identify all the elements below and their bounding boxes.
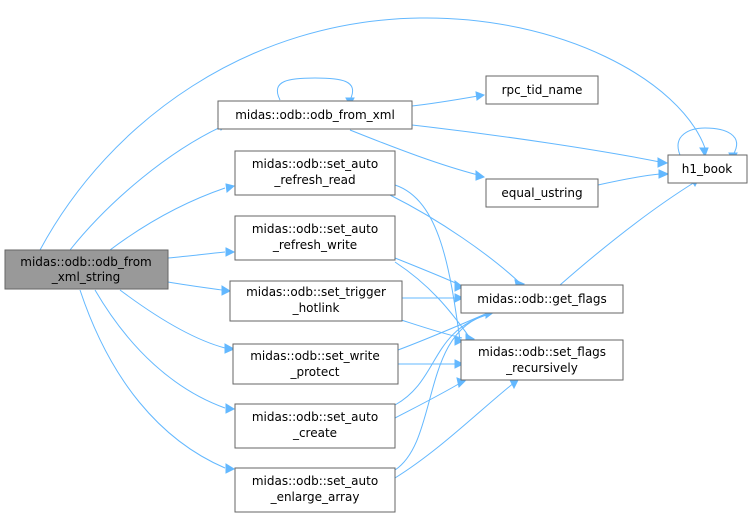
edge-refresh-write-to-get-flags xyxy=(394,257,461,286)
node-set-flags-recursively-label-1: midas::odb::set_flags xyxy=(478,345,606,359)
node-set-auto-create-label-2: _create xyxy=(292,426,337,440)
edge-refresh-read-to-get-flags xyxy=(389,194,521,284)
arrowhead-get-flags-2 xyxy=(454,280,464,292)
node-set-auto-create[interactable]: midas::odb::set_auto _create xyxy=(234,403,396,449)
arrowhead-h1-book-from-equal-ustring xyxy=(658,169,670,179)
node-get-flags-label: midas::odb::get_flags xyxy=(477,292,606,306)
node-set-auto-create-label-1: midas::odb::set_auto xyxy=(252,410,378,424)
edge-root-to-set-auto-create xyxy=(94,289,226,409)
node-set-write-protect-label-2: _protect xyxy=(289,365,339,379)
arrowhead-enlarge-array xyxy=(225,463,236,474)
edge-get-flags-to-h1-book xyxy=(559,181,696,286)
arrowhead-rpc-tid-name xyxy=(475,91,486,101)
node-h1-book-label: h1_book xyxy=(682,162,733,176)
edge-root-to-set-auto-enlarge-array xyxy=(79,289,226,469)
node-get-flags[interactable]: midas::odb::get_flags xyxy=(460,284,624,314)
edge-enlarge-array-to-get-flags xyxy=(394,313,491,471)
node-set-auto-refresh-read[interactable]: midas::odb::set_auto _refresh_read xyxy=(234,150,396,196)
arrowhead-h1-book-from-root xyxy=(699,147,709,158)
node-set-auto-refresh-read-label-1: midas::odb::set_auto xyxy=(252,157,378,171)
edge-root-to-h1-book xyxy=(39,17,706,251)
node-equal-ustring-label: equal_ustring xyxy=(501,186,582,200)
node-odb-from-xml-string-label-2: _xml_string xyxy=(51,270,121,284)
node-set-auto-enlarge-array-label-1: midas::odb::set_auto xyxy=(252,474,378,488)
arrowhead-set-flags-5 xyxy=(509,379,519,390)
node-odb-from-xml[interactable]: midas::odb::odb_from_xml xyxy=(217,100,413,130)
node-rpc-tid-name-label: rpc_tid_name xyxy=(502,83,583,97)
edge-odb-from-xml-self xyxy=(277,77,353,101)
node-odb-from-xml-string: midas::odb::odb_from _xml_string xyxy=(4,249,169,290)
edge-root-to-set-write-protect xyxy=(119,289,226,349)
edge-odb-from-xml-to-h1-book xyxy=(411,124,661,163)
node-set-trigger-hotlink-label-2: _hotlink xyxy=(292,301,340,315)
node-set-trigger-hotlink-label-1: midas::odb::set_trigger xyxy=(246,285,386,299)
arrowhead-auto-create xyxy=(225,403,236,414)
edge-root-to-set-auto-refresh-write xyxy=(167,251,226,259)
arrowhead-refresh-read xyxy=(225,183,236,193)
arrowhead-trigger-hotlink xyxy=(221,285,232,296)
edge-root-to-odb-from-xml xyxy=(69,124,226,251)
node-h1-book[interactable]: h1_book xyxy=(667,154,748,184)
edge-root-to-set-trigger-hotlink xyxy=(167,281,223,291)
edge-enlarge-array-to-set-flags-recursively xyxy=(394,381,516,479)
arrowhead-equal-ustring xyxy=(475,170,486,181)
node-set-write-protect[interactable]: midas::odb::set_write _protect xyxy=(232,343,399,385)
node-odb-from-xml-label: midas::odb::odb_from_xml xyxy=(235,108,395,122)
edge-odb-from-xml-to-equal-ustring xyxy=(349,129,479,176)
edge-h1-book-self xyxy=(677,127,738,156)
edge-refresh-read-to-set-flags-recursively xyxy=(394,184,461,341)
node-set-flags-recursively[interactable]: midas::odb::set_flags _recursively xyxy=(460,339,624,381)
node-odb-from-xml-string-label-1: midas::odb::odb_from xyxy=(20,255,152,269)
node-set-auto-refresh-read-label-2: _refresh_read xyxy=(273,173,355,187)
node-set-trigger-hotlink[interactable]: midas::odb::set_trigger _hotlink xyxy=(229,280,403,322)
arrowhead-refresh-write xyxy=(225,247,236,257)
node-rpc-tid-name[interactable]: rpc_tid_name xyxy=(485,75,599,105)
edge-root-to-set-auto-refresh-read xyxy=(109,187,226,251)
node-set-auto-refresh-write-label-2: _refresh_write xyxy=(272,238,357,252)
edge-equal-ustring-to-h1-book xyxy=(597,173,661,186)
arrowhead-set-flags-3 xyxy=(454,359,465,369)
node-set-flags-recursively-label-2: _recursively xyxy=(505,361,578,375)
node-set-auto-refresh-write-label-1: midas::odb::set_auto xyxy=(252,222,378,236)
edge-odb-from-xml-to-rpc-tid-name xyxy=(411,95,479,107)
edge-auto-create-to-set-flags-recursively xyxy=(394,381,463,419)
node-equal-ustring[interactable]: equal_ustring xyxy=(485,178,599,208)
edge-write-protect-to-get-flags xyxy=(397,311,491,351)
arrowhead-h1-book-from-odb-from-xml xyxy=(657,157,669,168)
node-set-auto-refresh-write[interactable]: midas::odb::set_auto _refresh_write xyxy=(234,215,396,261)
arrowhead-write-protect xyxy=(224,343,236,354)
arrowhead-get-flags-3 xyxy=(454,293,465,303)
node-set-auto-enlarge-array-label-2: _enlarge_array xyxy=(270,490,360,504)
node-set-auto-enlarge-array[interactable]: midas::odb::set_auto _enlarge_array xyxy=(234,467,396,513)
arrowhead-set-flags-1 xyxy=(454,335,465,346)
node-set-write-protect-label-1: midas::odb::set_write xyxy=(250,349,380,363)
